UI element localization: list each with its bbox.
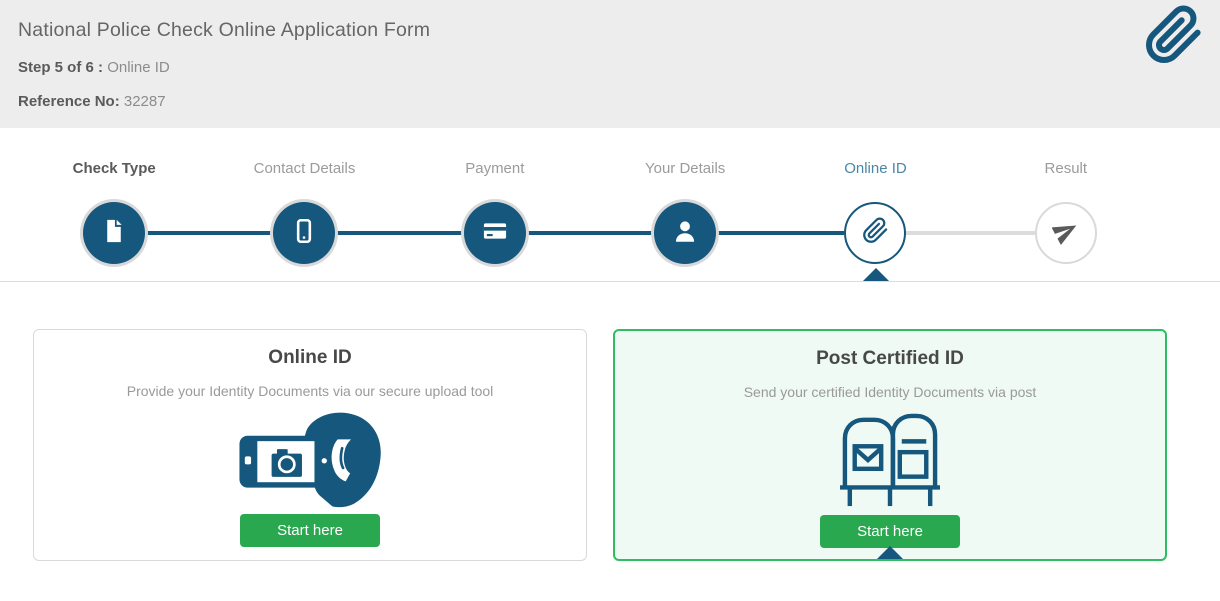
paper-plane-icon: [1051, 217, 1080, 250]
step-value: Online ID: [107, 59, 170, 76]
step-online-id: Online ID: [780, 160, 971, 264]
paperclip-logo-icon: [1144, 5, 1204, 65]
reference-value: 32287: [123, 93, 166, 110]
stepper-divider: [0, 264, 1220, 282]
step-label-online-id: Online ID: [844, 160, 907, 177]
selected-card-pointer: [877, 546, 903, 559]
step-circle-payment[interactable]: [463, 202, 526, 264]
step-circle-online-id[interactable]: [844, 202, 907, 264]
step-label-contact-details: Contact Details: [253, 160, 356, 177]
post-certified-id-card-title: Post Certified ID: [816, 348, 964, 369]
step-label-payment: Payment: [465, 160, 525, 177]
header: National Police Check Online Application…: [0, 0, 1220, 128]
file-icon: [100, 217, 128, 250]
post-certified-id-card-description: Send your certified Identity Documents v…: [743, 384, 1037, 400]
step-your-details: Your Details: [589, 160, 781, 264]
credit-card-icon: [481, 217, 509, 250]
step-circle-contact-details[interactable]: [273, 202, 336, 264]
step-check-type: Check Type: [19, 160, 210, 264]
reference-label: Reference No:: [18, 93, 120, 110]
active-step-pointer: [863, 268, 889, 281]
person-icon: [671, 217, 699, 250]
phone-icon: [290, 217, 318, 250]
step-indicator: Step 5 of 6 : Online ID: [18, 59, 1202, 76]
step-label-result: Result: [1044, 160, 1088, 177]
progress-stepper: Check Type Contact Details: [0, 128, 1220, 282]
mailboxes-icon: [615, 408, 1165, 512]
post-certified-id-card[interactable]: Post Certified ID Send your certified Id…: [613, 329, 1167, 561]
page-title: National Police Check Online Application…: [18, 19, 431, 41]
id-options: Online ID Provide your Identity Document…: [33, 329, 1220, 561]
online-id-card[interactable]: Online ID Provide your Identity Document…: [33, 329, 587, 561]
online-id-start-button[interactable]: Start here: [240, 514, 380, 547]
camera-phone-hand-icon: [34, 407, 586, 511]
reference-line: Reference No: 32287: [18, 93, 1202, 110]
online-id-card-title: Online ID: [268, 347, 352, 368]
post-certified-id-start-button[interactable]: Start here: [820, 515, 960, 548]
step-label-your-details: Your Details: [644, 160, 726, 177]
step-label: Step 5 of 6 :: [18, 59, 104, 76]
step-circle-check-type[interactable]: [83, 202, 146, 264]
step-circle-result[interactable]: [1034, 202, 1097, 264]
step-circle-your-details[interactable]: [654, 202, 717, 264]
step-label-check-type: Check Type: [72, 160, 156, 177]
step-contact-details: Contact Details: [209, 160, 400, 264]
online-id-card-description: Provide your Identity Documents via our …: [126, 383, 494, 399]
paperclip-icon: [862, 217, 889, 249]
step-payment: Payment: [399, 160, 591, 264]
steps-row: Check Type Contact Details: [19, 160, 1161, 264]
step-result: Result: [970, 160, 1161, 264]
